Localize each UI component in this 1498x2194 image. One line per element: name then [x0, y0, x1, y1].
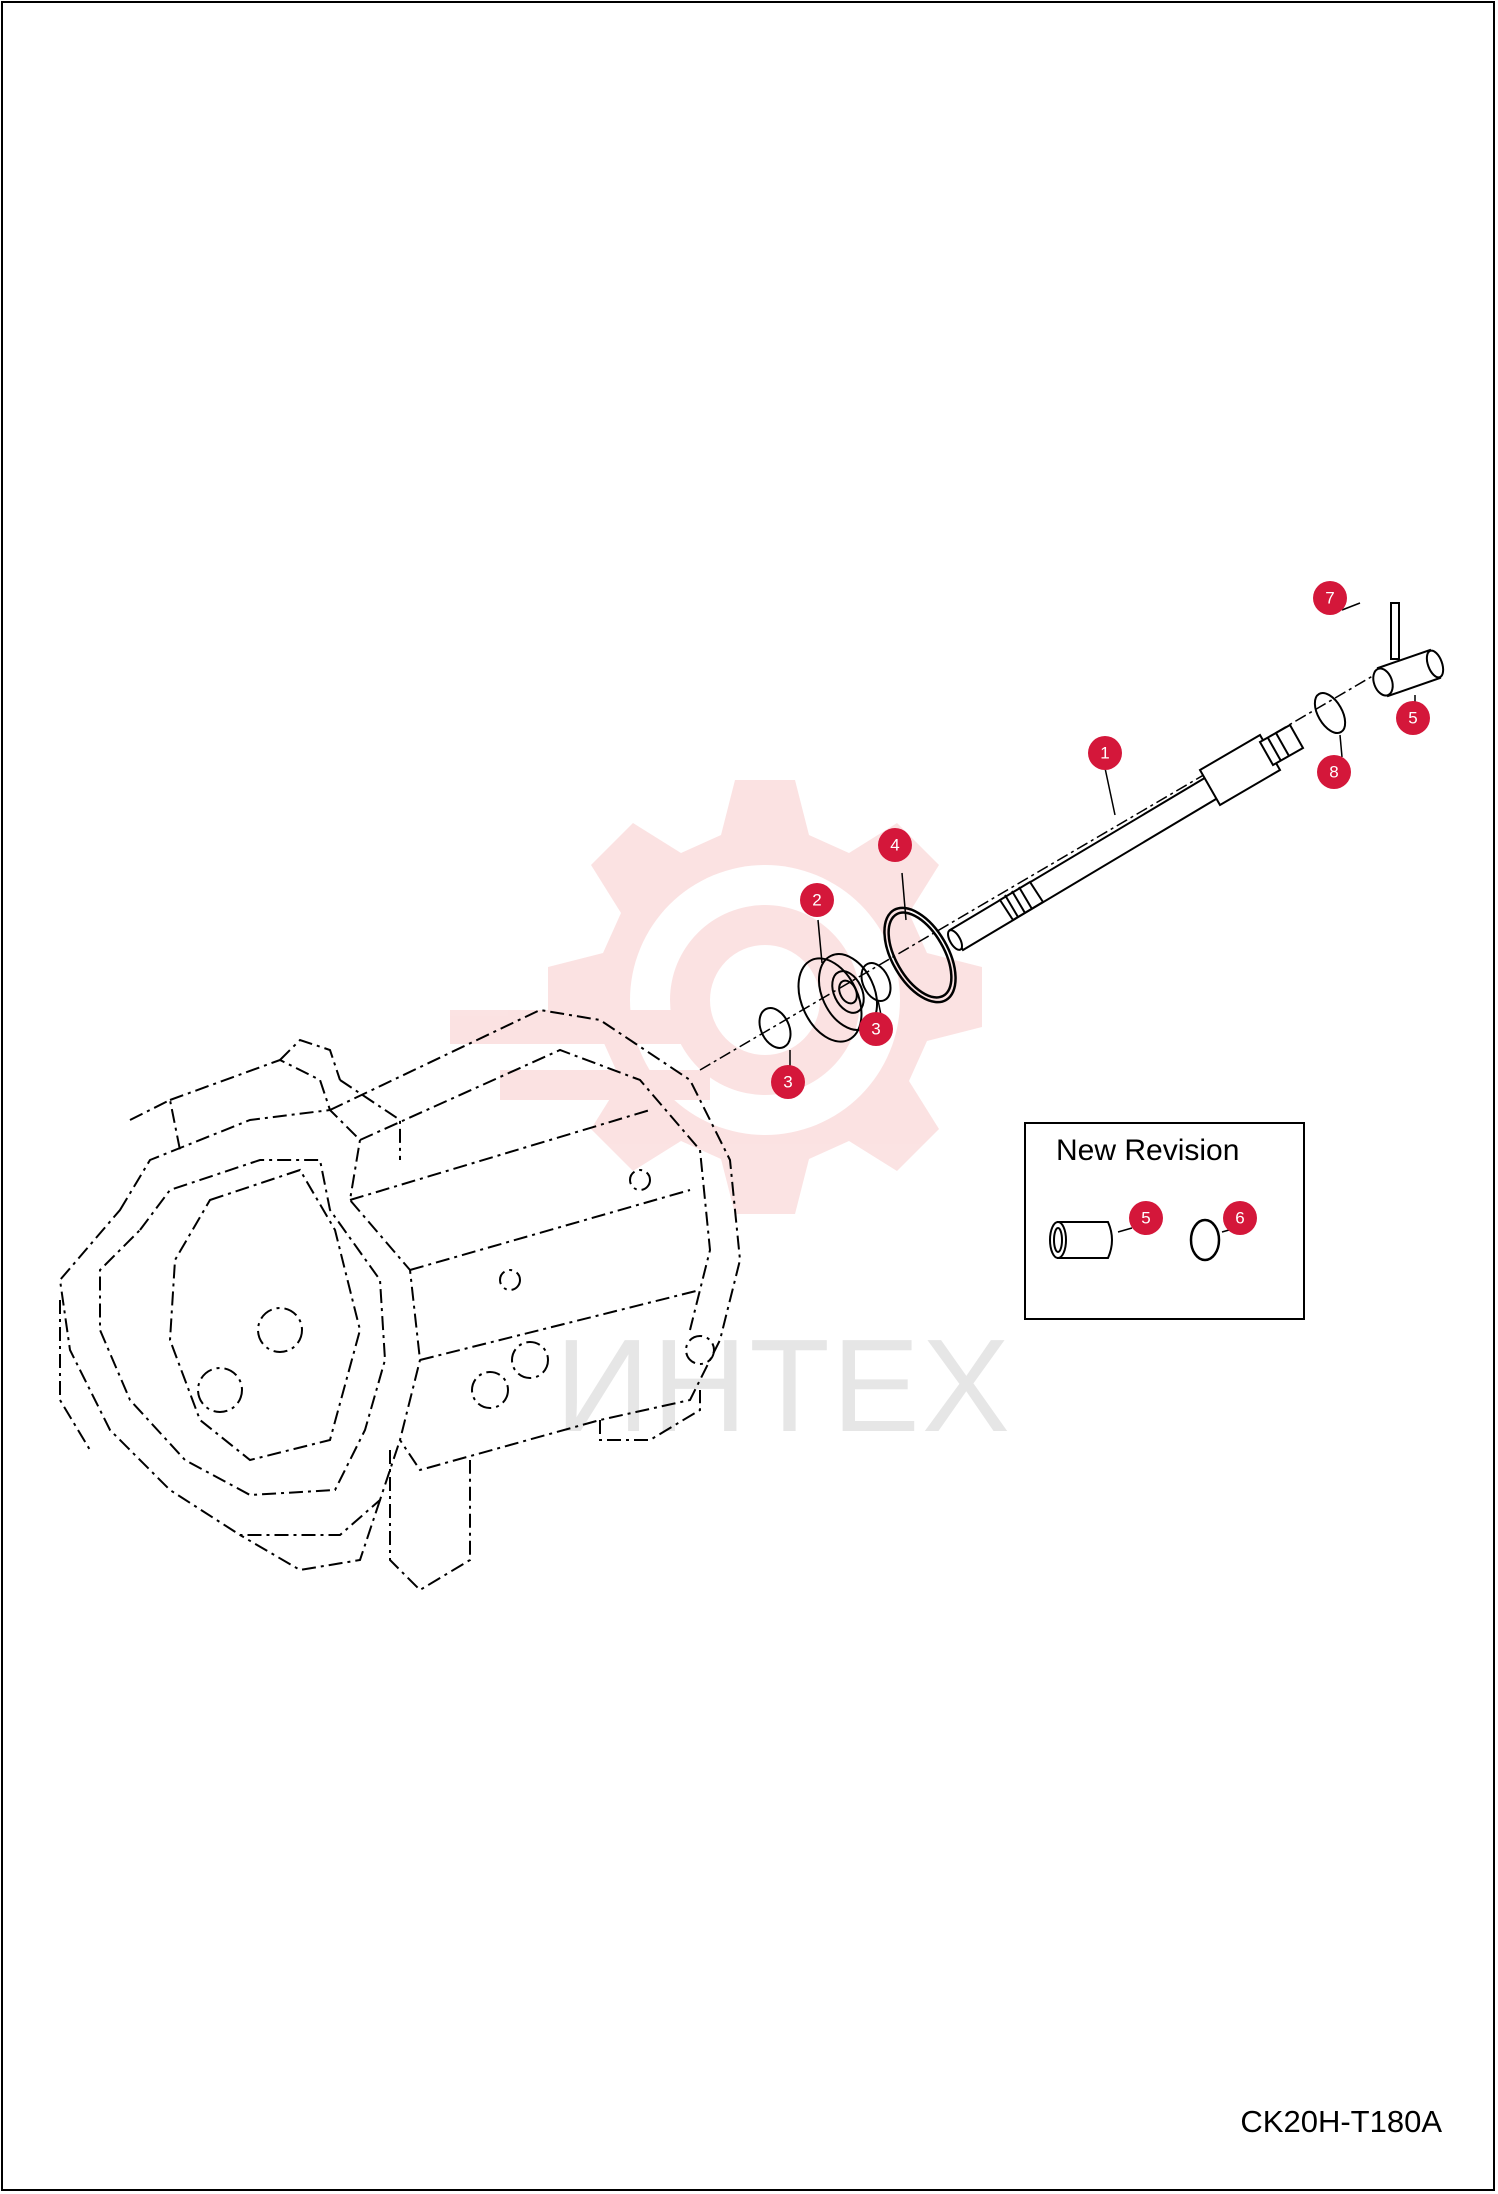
roll-pin — [1390, 602, 1400, 660]
callout-8: 8 — [1317, 755, 1351, 789]
callout-inset-5: 5 — [1129, 1201, 1163, 1235]
callout-7: 7 — [1313, 581, 1347, 615]
callout-3a: 3 — [859, 1012, 893, 1046]
svg-text:3: 3 — [783, 1073, 792, 1092]
callout-3b: 3 — [771, 1065, 805, 1099]
transmission-housing — [58, 1008, 742, 1592]
leader-lines — [789, 602, 1416, 1070]
callout-badges: 1 2 3 3 3 4 5 7 8 — [771, 581, 1430, 1099]
svg-text:1: 1 — [1100, 744, 1109, 763]
large-snap-ring — [883, 906, 957, 1004]
svg-text:3: 3 — [871, 1020, 880, 1039]
callout-1: 1 — [1088, 736, 1122, 770]
drawing-code: CK20H-T180A — [1240, 2104, 1442, 2139]
svg-text:5: 5 — [1141, 1209, 1150, 1228]
bushing-part — [1372, 648, 1445, 698]
inset-o-ring — [1189, 1218, 1221, 1262]
shaft-snap-ring — [1313, 692, 1347, 734]
new-revision-inset: 5 6 — [1024, 1122, 1305, 1320]
callout-4: 4 — [878, 828, 912, 862]
svg-text:7: 7 — [1325, 589, 1334, 608]
svg-text:2: 2 — [812, 891, 821, 910]
svg-text:8: 8 — [1329, 763, 1338, 782]
callout-5: 5 — [1396, 701, 1430, 735]
svg-text:5: 5 — [1408, 709, 1417, 728]
snap-ring-inner — [860, 962, 892, 1002]
callout-2: 2 — [800, 883, 834, 917]
watermark-text: ИНТЕХ — [555, 1312, 1012, 1459]
watermark-gear-icon — [450, 780, 982, 1214]
inset-bushing — [1049, 1221, 1113, 1259]
svg-text:3: 3 — [871, 1020, 880, 1039]
main-shaft — [947, 723, 1305, 952]
svg-text:6: 6 — [1235, 1209, 1244, 1228]
inset-title: New Revision — [1056, 1134, 1240, 1167]
svg-text:4: 4 — [890, 836, 899, 855]
snap-ring-outer — [758, 1007, 792, 1049]
callout-inset-6: 6 — [1223, 1201, 1257, 1235]
